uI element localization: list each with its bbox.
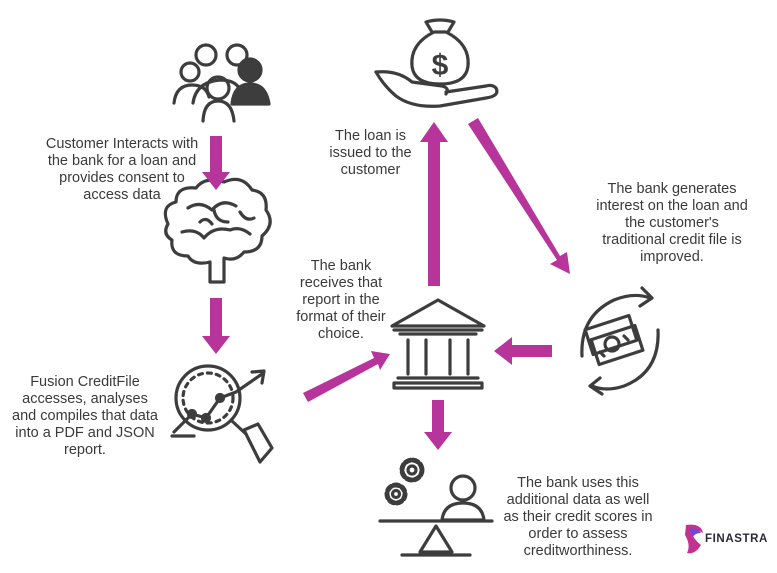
finastra-wordmark: FINASTRA [705, 533, 768, 545]
flow-arrow-bank-to-scale [424, 400, 452, 450]
bank-receives-report-label: The bank receives that report in the for… [296, 258, 386, 342]
flow-arrow-analytics-to-bank [303, 351, 390, 402]
flow-arrow-bank-to-loan [420, 122, 448, 286]
loan-issued-label: The loan is issued to the customer [329, 128, 412, 178]
people-group-icon [172, 43, 271, 123]
bank-uses-data-label: The bank uses this additional data as we… [503, 475, 653, 559]
bank-icon [390, 298, 486, 390]
analytics-magnifier-icon [170, 364, 274, 464]
brain-icon [163, 177, 272, 284]
flow-arrow-money-cycle-to-bank [494, 337, 552, 365]
fusion-creditfile-label: Fusion CreditFile accesses, analyses and… [12, 374, 158, 458]
flow-arrow-people-to-brain [202, 136, 230, 190]
money-cycle-icon [580, 286, 660, 396]
flow-arrow-loan-to-money-cycle [468, 118, 570, 274]
svg-text:$: $ [432, 49, 449, 82]
finastra-logo-mark [685, 524, 703, 554]
customer-interacts-label: Customer Interacts with the bank for a l… [45, 136, 199, 203]
gears-scale-icon [378, 457, 494, 557]
flow-arrow-brain-to-analytics [202, 298, 230, 354]
finastra-logo: FINASTRA [683, 519, 777, 559]
money-hand-icon: $ [374, 18, 499, 108]
bank-generates-interest-label: The bank generates interest on the loan … [596, 181, 748, 265]
